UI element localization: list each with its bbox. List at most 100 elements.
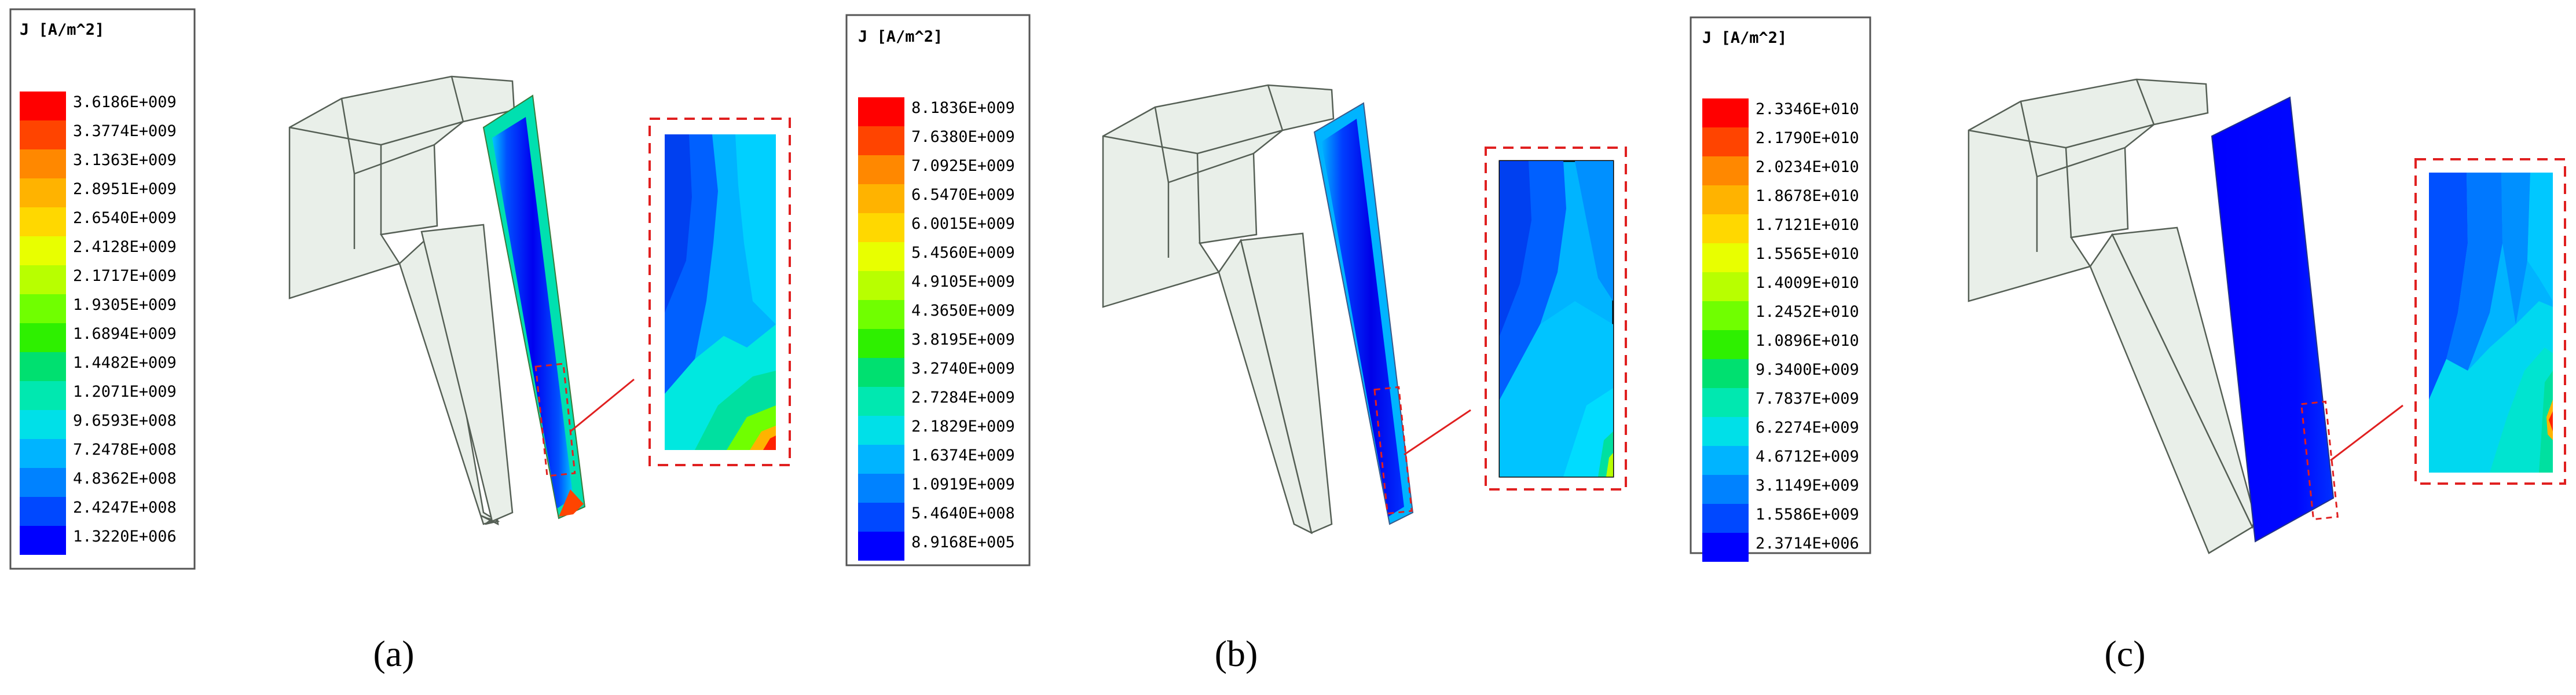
legend-swatch: [20, 323, 66, 352]
legend-value: 1.6894E+009: [73, 325, 177, 343]
legend-a: J [A/m^2] 3.6186E+0093.3774E+0093.1363E+…: [9, 8, 196, 570]
legend-title: J [A/m^2]: [1702, 29, 1787, 47]
legend-value: 1.2071E+009: [73, 383, 177, 401]
inset-band: [2527, 173, 2553, 301]
legend-value: 8.9168E+005: [911, 533, 1015, 551]
inset-band: [1500, 161, 1531, 336]
legend-value: 2.4247E+008: [73, 499, 177, 517]
legend-value: 3.8195E+009: [911, 331, 1015, 349]
legend-value: 2.4128E+009: [73, 238, 177, 256]
conductor-housing: [288, 75, 515, 299]
legend-swatch: [1702, 156, 1749, 185]
legend-swatch: [20, 468, 66, 497]
caption-a: (a): [373, 633, 414, 674]
inset-band: [2490, 348, 2553, 473]
legend-swatch: [20, 207, 66, 236]
legend-swatch: [1702, 504, 1749, 533]
legend-title: J [A/m^2]: [858, 28, 943, 46]
legend-value: 2.3714E+006: [1756, 535, 1859, 553]
conductor-leg-body: [420, 224, 514, 522]
legend-swatch: [1702, 475, 1749, 504]
conductor-leg: [398, 230, 500, 526]
legend-b: J [A/m^2] 8.1836E+0097.6380E+0097.0925E+…: [845, 14, 1031, 566]
inset-band: [2501, 173, 2530, 324]
inset-band: [2549, 411, 2553, 431]
legend-value: 2.8951E+009: [73, 180, 177, 198]
legend-swatch: [1702, 127, 1749, 156]
legend-swatch: [858, 213, 904, 242]
legend-swatch: [20, 92, 66, 120]
panel-a: J [A/m^2] 3.6186E+0093.3774E+0093.1363E+…: [9, 8, 791, 674]
callout-leader: [1404, 409, 1471, 456]
panel-c: J [A/m^2] 2.3346E+0102.1790E+0102.0234E+…: [1690, 16, 2566, 674]
legend-value: 1.5586E+009: [1756, 506, 1859, 524]
legend-swatch: [1702, 359, 1749, 388]
legend-value: 1.0896E+010: [1756, 332, 1859, 350]
legend-swatch: [20, 410, 66, 439]
legend-value: 3.1149E+009: [1756, 477, 1859, 495]
inset-frame: [648, 118, 791, 466]
legend-swatch: [858, 271, 904, 300]
legend-swatch: [1702, 214, 1749, 243]
legend-value: 1.8678E+010: [1756, 187, 1859, 205]
detail-marker: [1373, 386, 1413, 515]
legend-swatch: [858, 445, 904, 474]
legend-swatch: [858, 97, 904, 126]
inset-band: [735, 134, 776, 324]
legend-swatch: [1702, 330, 1749, 359]
legend-swatch: [1702, 417, 1749, 446]
legend-value: 1.9305E+009: [73, 296, 177, 314]
edge-line: [1968, 129, 2066, 149]
legend-colorbar: [1702, 98, 1749, 562]
legend-value: 3.2740E+009: [911, 360, 1015, 378]
legend-swatch: [858, 300, 904, 329]
legend-colorbar: [20, 92, 66, 555]
inset-band: [1575, 161, 1613, 301]
legend-value: 2.1829E+009: [911, 418, 1015, 436]
conductor-leg-side: [1218, 238, 1313, 535]
edge-line: [1168, 152, 1254, 184]
legend-swatch: [1702, 98, 1749, 127]
legend-swatch: [1702, 446, 1749, 475]
legend-swatch: [858, 126, 904, 155]
legend-swatch: [858, 503, 904, 532]
edge-line: [1154, 107, 1170, 183]
legend-value: 4.3650E+009: [911, 302, 1015, 320]
inset-band: [763, 436, 776, 450]
legend-swatch: [20, 381, 66, 410]
edge-line: [450, 76, 464, 122]
inset-c: [2414, 158, 2566, 485]
legend-value: 4.9105E+009: [911, 273, 1015, 291]
edge-line: [1196, 153, 1201, 244]
legend-swatch: [858, 155, 904, 184]
legend-value: 7.2478E+008: [73, 441, 177, 459]
legend-value: 5.4560E+009: [911, 244, 1015, 262]
legend-swatch: [20, 120, 66, 149]
inset-band: [2446, 173, 2502, 371]
edge-line: [380, 120, 464, 146]
legend-value: 3.1363E+009: [73, 151, 177, 169]
conductor-leg-side: [2089, 233, 2253, 554]
legend-swatch: [20, 352, 66, 381]
inset-band: [1606, 453, 1613, 477]
current-density-hotspot: [559, 489, 584, 517]
legend-swatch: [1702, 185, 1749, 214]
legend-values: 8.1836E+0097.6380E+0097.0925E+0096.5470E…: [911, 99, 1015, 551]
edge-line: [1267, 85, 1284, 131]
edge-line: [2135, 79, 2155, 125]
legend-value: 1.7121E+010: [1756, 216, 1859, 234]
legend-swatch: [20, 236, 66, 265]
edge-line: [1102, 135, 1198, 155]
legend-swatch: [20, 149, 66, 178]
legend-value: 1.5565E+010: [1756, 245, 1859, 263]
legend-value: 2.7284E+009: [911, 389, 1015, 407]
edge-line: [340, 98, 356, 174]
legend-value: 2.1790E+010: [1756, 129, 1859, 147]
legend-value: 2.1717E+009: [73, 267, 177, 285]
legend-values: 3.6186E+0093.3774E+0093.1363E+0092.8951E…: [73, 93, 177, 546]
legend-swatch: [858, 329, 904, 358]
current-density-core: [1321, 119, 1404, 517]
legend-value: 2.0234E+010: [1756, 158, 1859, 176]
caption-b: (b): [1215, 633, 1258, 674]
